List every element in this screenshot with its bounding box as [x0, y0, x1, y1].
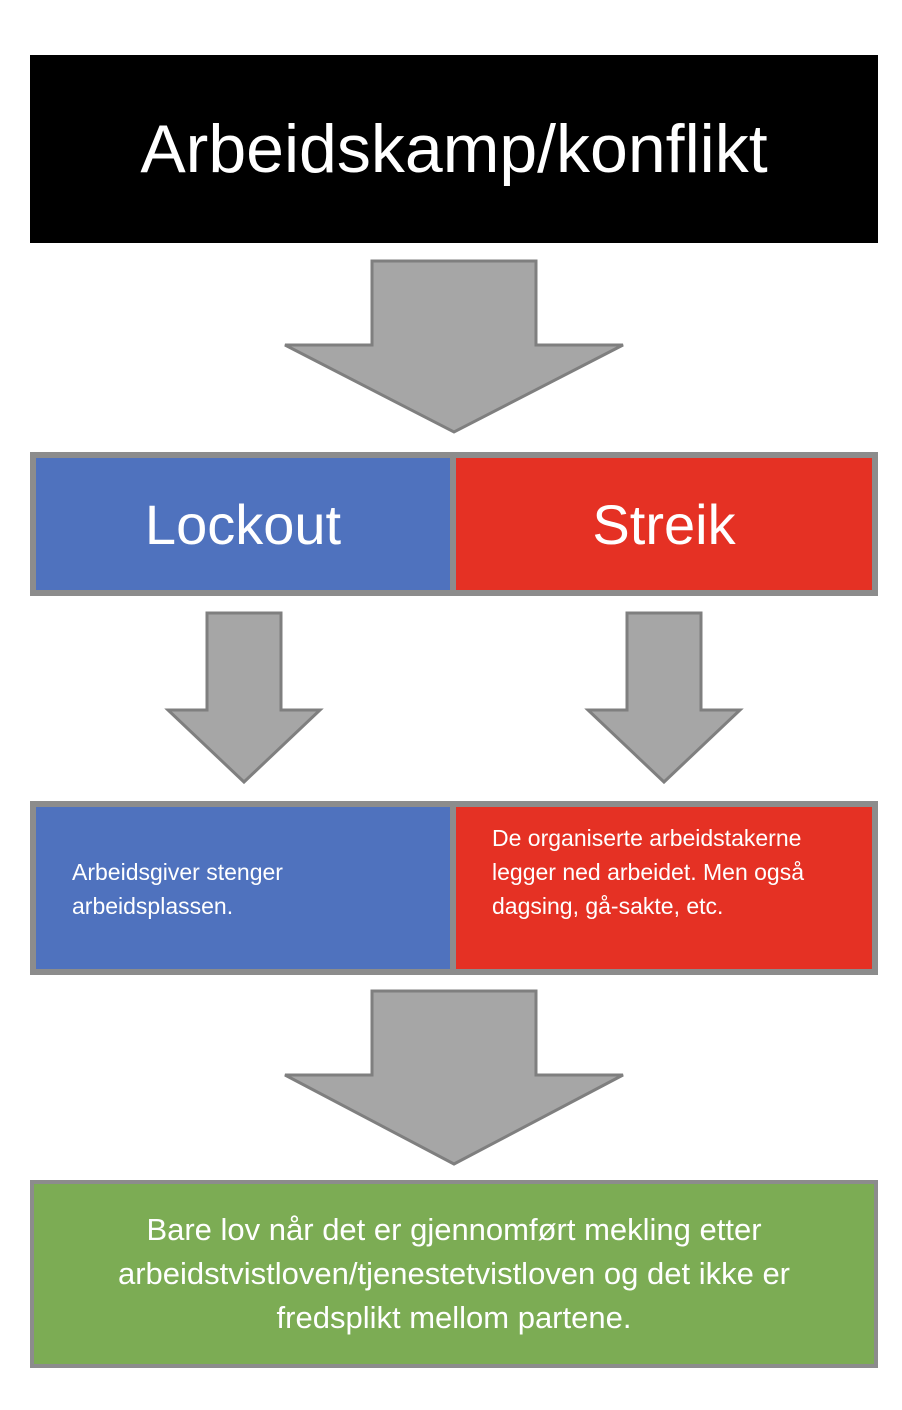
branch-description-row: Arbeidsgiver stenger arbeidsplassen. De …	[30, 801, 878, 975]
down-arrow-icon	[164, 611, 324, 785]
title-text: Arbeidskamp/konflikt	[140, 111, 768, 187]
conclusion-box: Bare lov når det er gjennomført mekling …	[30, 1180, 878, 1368]
lockout-description-box: Arbeidsgiver stenger arbeidsplassen.	[36, 807, 450, 969]
lockout-label: Lockout	[144, 492, 342, 556]
streik-description-box: De organiserte arbeidstakerne legger ned…	[456, 807, 872, 969]
lockout-description: Arbeidsgiver stenger arbeidsplassen.	[72, 859, 283, 919]
streik-header: Streik	[456, 458, 872, 590]
title-box: Arbeidskamp/konflikt	[30, 55, 878, 243]
lockout-header: Lockout	[36, 458, 450, 590]
down-arrow-icon	[284, 259, 624, 434]
down-arrow-icon	[584, 611, 744, 785]
branch-header-row: Lockout Streik	[30, 452, 878, 596]
down-arrow-icon	[284, 989, 624, 1166]
conclusion-text: Bare lov når det er gjennomført mekling …	[117, 1212, 791, 1335]
streik-label: Streik	[592, 492, 736, 556]
streik-description: De organiserte arbeidstakerne legger ned…	[492, 825, 804, 919]
